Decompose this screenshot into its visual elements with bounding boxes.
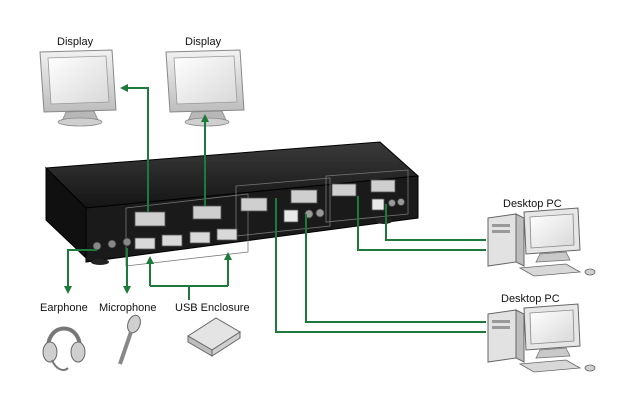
label-usb-enclosure: USB Enclosure bbox=[175, 302, 250, 314]
label-earphone: Earphone bbox=[40, 302, 88, 314]
headset-icon bbox=[42, 326, 86, 371]
label-microphone: Microphone bbox=[99, 302, 157, 314]
label-display-right: Display bbox=[185, 36, 222, 48]
line-pc-top-video bbox=[357, 196, 486, 251]
label-display-left: Display bbox=[57, 36, 94, 48]
arrow-earphone bbox=[64, 249, 97, 294]
connection-arrows bbox=[64, 84, 486, 333]
line-pc-top-usb bbox=[385, 204, 486, 241]
kvm-switch-icon bbox=[44, 141, 420, 267]
monitor-icon bbox=[39, 49, 117, 127]
monitor-icon bbox=[165, 49, 245, 127]
line-pc-bottom-video bbox=[275, 198, 486, 333]
label-desktop-pc-bottom: Desktop PC bbox=[501, 293, 560, 305]
microphone-icon bbox=[118, 314, 141, 365]
line-pc-bottom-usb bbox=[305, 214, 486, 323]
desktop-pc-icon bbox=[487, 303, 596, 373]
label-desktop-pc-top: Desktop PC bbox=[503, 198, 562, 210]
desktop-pc-icon bbox=[487, 207, 596, 277]
usb-drive-icon bbox=[187, 317, 241, 357]
arrow-display-left bbox=[120, 84, 149, 212]
